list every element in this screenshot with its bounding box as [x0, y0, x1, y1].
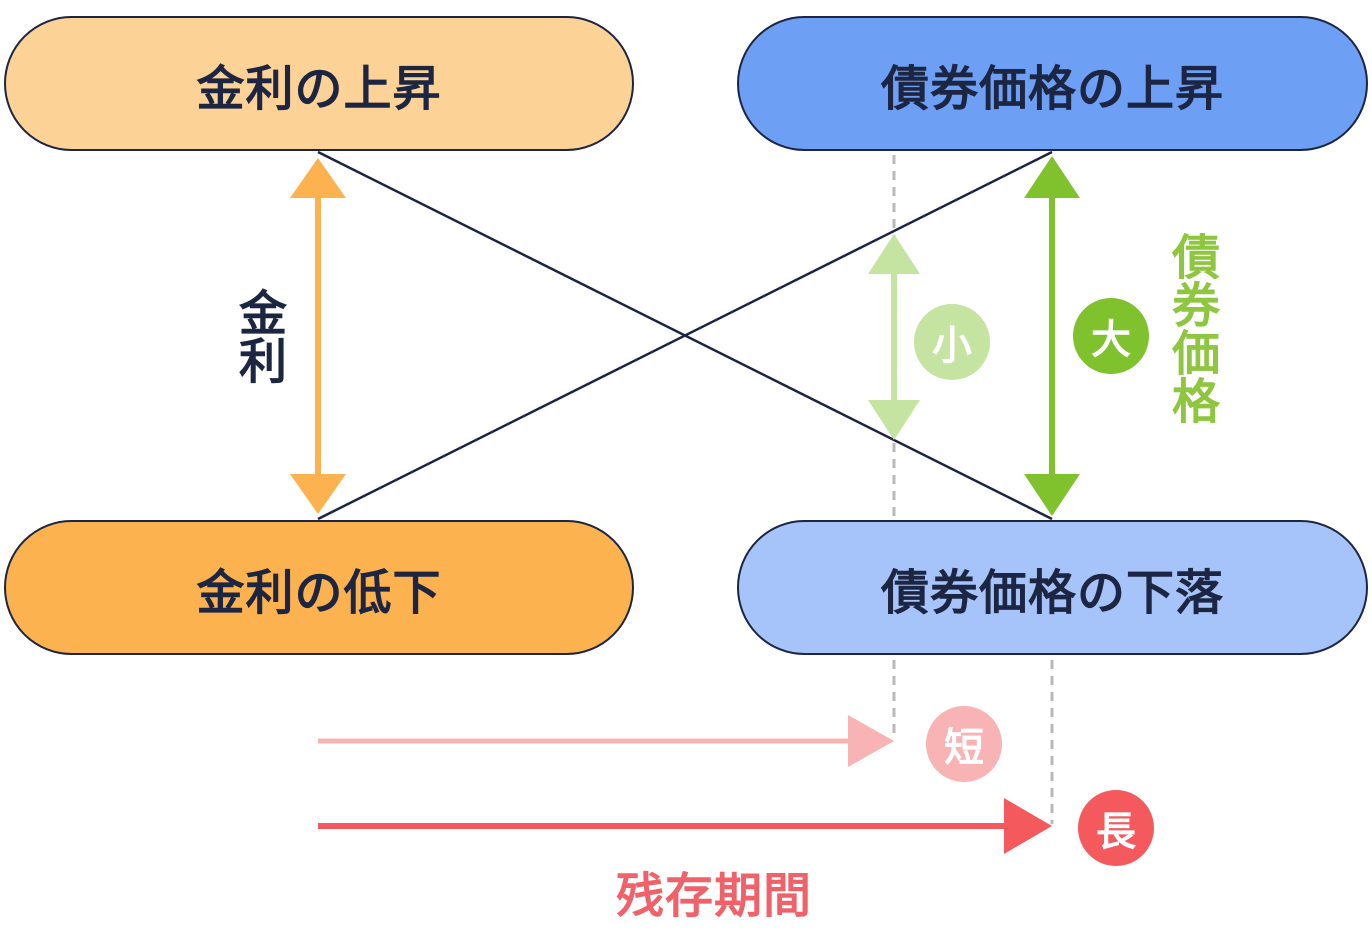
bond-small-double-arrow: [868, 234, 920, 440]
bond-large-double-arrow: [1024, 156, 1080, 516]
long-maturity-arrow: [318, 798, 1052, 854]
box-rate-rise: 金利の上昇: [4, 16, 634, 151]
rate-double-arrow: [290, 158, 346, 514]
small-badge: 小: [914, 304, 990, 380]
short-maturity-arrow: [318, 715, 894, 767]
rate-axis-label: 金利: [230, 288, 286, 384]
bond-price-axis-label: 債券価格: [1163, 232, 1219, 424]
cross-line-rate-down-to-bond-up: [317, 150, 1053, 521]
box-rate-fall: 金利の低下: [4, 520, 634, 655]
short-badge: 短: [926, 706, 1002, 782]
box-bond-price-rise: 債券価格の上昇: [737, 16, 1368, 151]
long-badge: 長: [1078, 790, 1154, 866]
large-badge: 大: [1073, 298, 1149, 374]
box-bond-price-fall: 債券価格の下落: [737, 520, 1368, 655]
remaining-term-label: 残存期間: [616, 868, 813, 924]
